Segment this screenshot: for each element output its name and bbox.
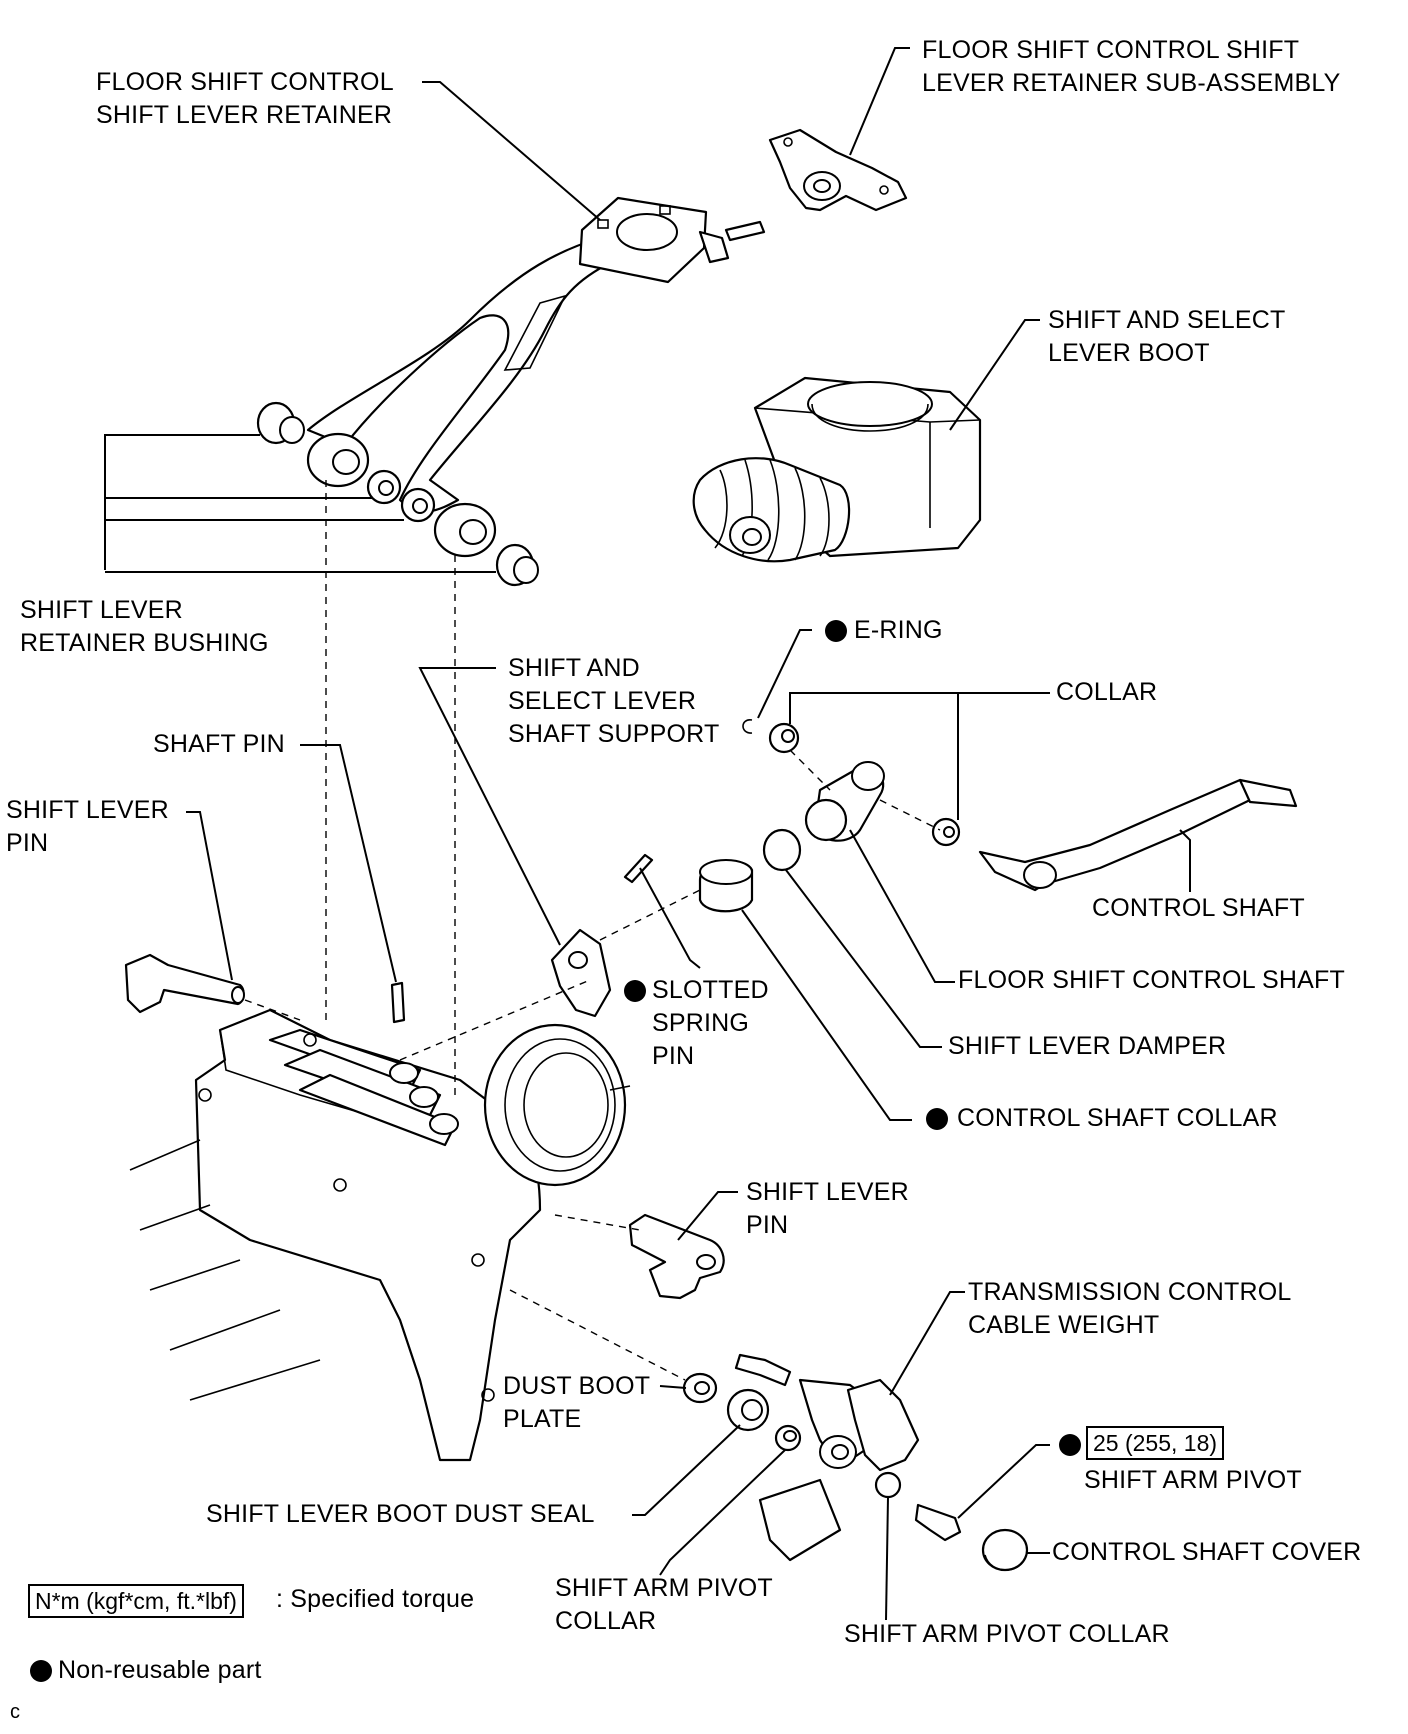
label-line: TRANSMISSION CONTROL: [968, 1278, 1292, 1306]
label-line: SHIFT LEVER: [20, 596, 183, 624]
label-line: RETAINER BUSHING: [20, 629, 269, 657]
label-cable-weight: TRANSMISSION CONTROL CABLE WEIGHT: [968, 1276, 1291, 1342]
torque-value-box: 25 (255, 18): [1086, 1426, 1225, 1460]
label-line: SHAFT SUPPORT: [508, 720, 720, 748]
transmission-housing-drawing: [129, 1008, 631, 1462]
label-line: SHIFT LEVER RETAINER: [96, 101, 393, 129]
label-shift-lever-pin-left: SHIFT LEVER PIN: [6, 794, 169, 860]
label-line: SELECT LEVER: [508, 687, 697, 715]
label-boot-dust-seal: SHIFT LEVER BOOT DUST SEAL: [206, 1500, 595, 1528]
nonreusable-marker-e-ring: [825, 620, 847, 642]
label-shaft-pin: SHAFT PIN: [153, 730, 285, 758]
label-line: SPRING: [652, 1009, 750, 1037]
label-line: COLLAR: [555, 1607, 657, 1635]
label-line: SHIFT AND SELECT: [1048, 306, 1286, 334]
label-line: SLOTTED: [652, 976, 769, 1004]
shift-lever-pin-left-drawing: [124, 953, 406, 1024]
label-line: SHIFT LEVER: [6, 796, 169, 824]
label-line: LEVER RETAINER SUB-ASSEMBLY: [922, 69, 1341, 97]
label-collar: COLLAR: [1056, 678, 1158, 706]
retainer-bushings-drawing: [256, 401, 539, 587]
corner-mark: c: [10, 1701, 21, 1723]
legend-nonreusable-text: Non-reusable part: [58, 1656, 262, 1684]
label-line: PIN: [6, 829, 49, 857]
label-shaft-support: SHIFT AND SELECT LEVER SHAFT SUPPORT: [508, 652, 719, 751]
label-line: LEVER BOOT: [1048, 339, 1210, 367]
legend-nonreusable-dot: [30, 1660, 52, 1682]
legend-torque-unit-box: N*m (kgf*cm, ft.*lbf): [28, 1584, 244, 1618]
control-shaft-drawing: [550, 719, 1298, 1018]
label-shift-lever-damper: SHIFT LEVER DAMPER: [948, 1032, 1227, 1060]
label-line: PIN: [746, 1211, 789, 1239]
label-dust-boot-plate: DUST BOOT PLATE: [503, 1370, 650, 1436]
label-control-shaft: CONTROL SHAFT: [1092, 894, 1305, 922]
label-line: FLOOR SHIFT CONTROL SHIFT: [922, 36, 1300, 64]
label-shift-lever-pin-right: SHIFT LEVER PIN: [746, 1176, 909, 1242]
nonreusable-marker-shift-arm-pivot: [1059, 1434, 1081, 1456]
label-pivot-collar-left: SHIFT ARM PIVOT COLLAR: [555, 1572, 773, 1638]
shift-arm-drawing: [682, 1353, 1029, 1572]
label-line: CABLE WEIGHT: [968, 1311, 1160, 1339]
label-floor-shift-control-shaft: FLOOR SHIFT CONTROL SHAFT: [958, 966, 1345, 994]
nonreusable-marker-spring-pin: [624, 980, 646, 1002]
legend-torque-text: : Specified torque: [276, 1585, 475, 1613]
label-slotted-spring-pin: SLOTTED SPRING PIN: [652, 974, 769, 1073]
nonreusable-marker-control-shaft-collar: [926, 1108, 948, 1130]
label-line: PIN: [652, 1042, 695, 1070]
label-e-ring: E-RING: [854, 616, 943, 644]
label-line: SHIFT ARM PIVOT: [555, 1574, 773, 1602]
label-retainer-subassembly: FLOOR SHIFT CONTROL SHIFT LEVER RETAINER…: [922, 34, 1340, 100]
label-retainer-bushing: SHIFT LEVER RETAINER BUSHING: [20, 594, 269, 660]
label-line: SHIFT LEVER: [746, 1178, 909, 1206]
label-lever-boot: SHIFT AND SELECT LEVER BOOT: [1048, 304, 1286, 370]
label-shift-lever-retainer: FLOOR SHIFT CONTROL SHIFT LEVER RETAINER: [96, 66, 394, 132]
label-line: FLOOR SHIFT CONTROL: [96, 68, 394, 96]
label-shift-arm-pivot: SHIFT ARM PIVOT: [1084, 1466, 1302, 1494]
assembly-dashed-lines: [244, 480, 941, 1381]
leader-lines: [104, 47, 1191, 1621]
label-control-shaft-cover: CONTROL SHAFT COVER: [1052, 1538, 1362, 1566]
label-line: DUST BOOT: [503, 1372, 651, 1400]
lever-boot-drawing: [692, 376, 982, 563]
label-pivot-collar-right: SHIFT ARM PIVOT COLLAR: [844, 1620, 1170, 1648]
shift-lever-pin-right-drawing: [628, 1213, 725, 1300]
label-line: SHIFT AND: [508, 654, 640, 682]
label-control-shaft-collar: CONTROL SHAFT COLLAR: [957, 1104, 1278, 1132]
shift-lever-retainer-drawing: [306, 196, 766, 558]
label-line: PLATE: [503, 1405, 582, 1433]
retainer-subassembly-drawing: [768, 128, 908, 212]
